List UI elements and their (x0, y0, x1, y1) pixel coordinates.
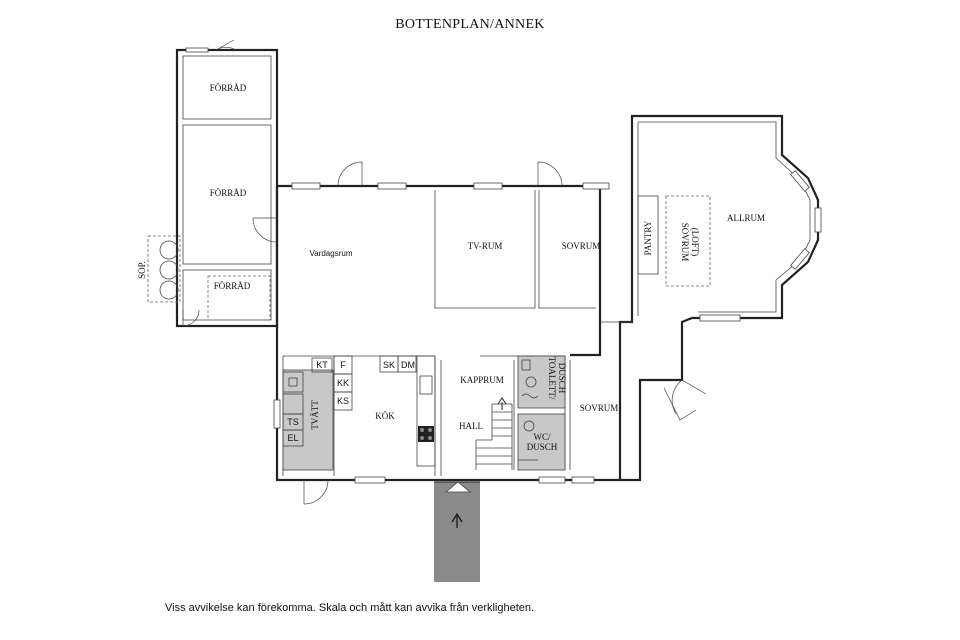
storage-door-arc (215, 39, 237, 51)
label-sop: SOP. (137, 261, 147, 279)
label-wc: WC/ (534, 432, 551, 442)
label-loft: (LOFT) (690, 228, 700, 257)
label-tvrum: TV-RUM (468, 241, 503, 251)
wc-dusch-room (517, 413, 566, 471)
fixture-kk: KK (337, 378, 349, 388)
fixture-el: EL (287, 433, 298, 443)
label-kapprum: KAPPRUM (460, 375, 504, 385)
label-pantry: PANTRY (643, 220, 653, 255)
fixture-ts: TS (287, 417, 299, 427)
label-allrum: ALLRUM (727, 213, 765, 223)
plan-title: BOTTENPLAN/ANNEK (395, 17, 544, 32)
hall-stairs (475, 397, 513, 470)
stair-arrow-icon (497, 397, 507, 410)
windows (273, 170, 822, 484)
label-vardagsrum: Vardagsrum (310, 249, 353, 258)
entry-arrow-icon (451, 512, 463, 528)
label-sovrum-2: SOVRUM (580, 403, 619, 413)
label-toalett-b: DUSCH (557, 363, 567, 394)
fixture-ks: KS (337, 396, 349, 406)
label-wc-dusch: DUSCH (527, 442, 558, 452)
label-tvatt: TVÄTT (310, 400, 320, 430)
fixture-sk: SK (383, 360, 395, 370)
fixture-kt: KT (316, 360, 328, 370)
label-hall: HALL (459, 421, 483, 431)
label-forrad-top: FÖRRÅD (210, 83, 247, 93)
pantry-area: PANTRY SOVRUM (LOFT) (637, 195, 711, 287)
room-labels: FÖRRÅD FÖRRÅD FÖRRÅD Vardagsrum TV-RUM S… (210, 83, 765, 431)
label-sovrum-loft: SOVRUM (680, 223, 690, 262)
label-kok: KÖK (375, 411, 395, 421)
laundry: KT TS EL TVÄTT (282, 357, 334, 471)
kitchen: F KK KS SK DM (333, 355, 436, 467)
label-sovrum-1: SOVRUM (562, 241, 601, 251)
label-toalett-a: TOALETT/ (547, 357, 557, 400)
fixture-f: F (340, 360, 346, 370)
waste-area: SOP. (137, 235, 181, 303)
laundry-counter (282, 369, 334, 471)
fixture-dm: DM (401, 360, 415, 370)
stove-icon (418, 426, 434, 442)
disclaimer-text: Viss avvikelse kan förekomma. Skala och … (165, 602, 535, 614)
entrance (434, 481, 480, 582)
wet-rooms: TOALETT/ DUSCH WC/ DUSCH (517, 355, 567, 471)
toalett-dusch-room (517, 355, 566, 409)
label-forrad-mid: FÖRRÅD (210, 188, 247, 198)
entrance-path (434, 482, 480, 582)
doors (252, 161, 707, 505)
label-forrad-small: FÖRRÅD (214, 281, 251, 291)
